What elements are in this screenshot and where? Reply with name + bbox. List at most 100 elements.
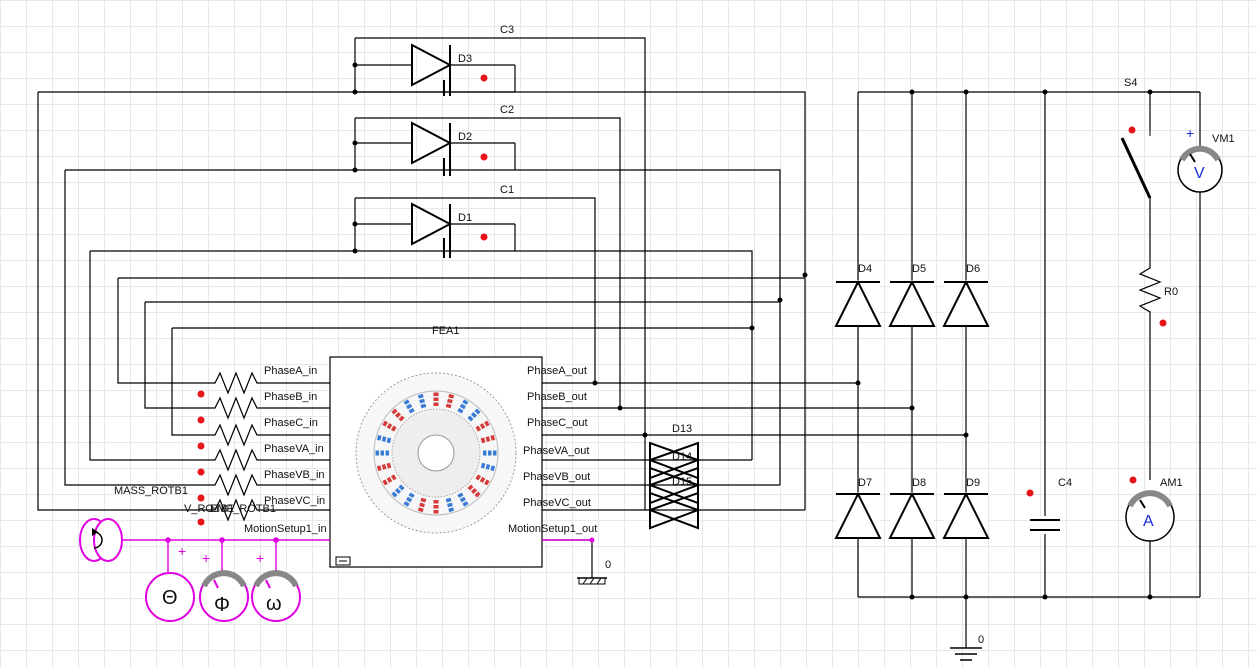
stator-slot bbox=[381, 436, 387, 442]
label-emf: EMF_ROTB1 bbox=[210, 503, 276, 515]
stator-slot bbox=[490, 465, 496, 472]
diode-d13-d15-group[interactable]: D13 D14 D15 bbox=[647, 423, 701, 530]
stator-slot bbox=[445, 403, 452, 409]
label-fea1: FEA1 bbox=[432, 325, 460, 337]
stator-slot bbox=[484, 479, 490, 486]
motor-cross-section bbox=[355, 372, 517, 534]
stator-slot bbox=[406, 403, 413, 410]
port-phaseva-out: PhaseVA_out bbox=[523, 445, 589, 457]
diode-d7[interactable]: D7 bbox=[834, 477, 882, 539]
stator-slot bbox=[479, 423, 486, 430]
diode-d2-symbol bbox=[411, 121, 453, 165]
label-d2: D2 bbox=[458, 131, 472, 143]
label-d5: D5 bbox=[912, 263, 926, 275]
stator-slot bbox=[420, 403, 427, 409]
stator-slot bbox=[403, 501, 410, 507]
label-d1: D1 bbox=[458, 212, 472, 224]
label-c4: C4 bbox=[1058, 477, 1072, 489]
stator-slot bbox=[394, 488, 401, 495]
label-d6: D6 bbox=[966, 263, 980, 275]
diode-d2-group[interactable]: C2 D2 bbox=[352, 104, 621, 410]
port-phaseb-in: PhaseB_in bbox=[264, 391, 317, 403]
plus-sign: + bbox=[1186, 125, 1194, 141]
port-motionsetup-out: MotionSetup1_out bbox=[508, 523, 597, 535]
stator-slot bbox=[398, 484, 405, 491]
diode-d1-group[interactable]: C1 D1 bbox=[352, 184, 596, 383]
theta-symbol: Θ bbox=[162, 587, 178, 609]
stator-slot bbox=[386, 462, 392, 469]
left-wiring bbox=[37, 91, 808, 511]
stator-slot bbox=[448, 393, 455, 399]
label-gnd2: 0 bbox=[978, 634, 984, 646]
stator-slot bbox=[459, 403, 466, 410]
voltmeter-vm1[interactable]: V + VM1 bbox=[1150, 91, 1235, 597]
port-phasea-out: PhaseA_out bbox=[527, 365, 587, 377]
stator-slot bbox=[475, 425, 481, 432]
diode-d5[interactable]: D5 bbox=[888, 263, 936, 327]
port-phaseb-out: PhaseB_out bbox=[527, 391, 587, 403]
stator-slot bbox=[474, 408, 481, 415]
stator-slot bbox=[474, 491, 481, 498]
diode-d8[interactable]: D8 bbox=[888, 477, 936, 539]
port-phasec-in: PhaseC_in bbox=[264, 417, 318, 429]
output-wiring: 0 bbox=[542, 278, 966, 585]
label-d3: D3 bbox=[458, 53, 472, 65]
stator-slot bbox=[485, 436, 491, 442]
port-phasea-in: PhaseA_in bbox=[264, 365, 317, 377]
stator-slot bbox=[471, 488, 478, 495]
diode-d3-symbol bbox=[411, 43, 453, 87]
switch-s4[interactable]: S4 bbox=[1120, 77, 1152, 262]
stator-slot bbox=[417, 393, 424, 399]
stator-slot bbox=[381, 464, 387, 470]
stator-slot bbox=[459, 496, 466, 503]
stator-slot bbox=[475, 474, 481, 481]
port-phasevc-out: PhaseVC_out bbox=[523, 497, 591, 509]
label-s4: S4 bbox=[1124, 77, 1137, 89]
port-phasevb-in: PhaseVB_in bbox=[264, 469, 325, 481]
port-phaseva-in: PhaseVA_in bbox=[264, 443, 324, 455]
stator-slot bbox=[462, 399, 469, 405]
label-c2: C2 bbox=[500, 104, 514, 116]
stator-slot bbox=[398, 415, 405, 422]
stator-slot bbox=[485, 464, 491, 470]
terminal-marker bbox=[480, 74, 488, 82]
stator-slot bbox=[408, 492, 415, 498]
stator-slot bbox=[480, 437, 486, 444]
plus-sign: + bbox=[202, 550, 210, 566]
stator-slot bbox=[386, 437, 392, 444]
label-d8: D8 bbox=[912, 477, 926, 489]
port-phasec-out: PhaseC_out bbox=[527, 417, 588, 429]
stator-slot bbox=[447, 398, 453, 404]
ground-bottom: 0 bbox=[950, 597, 984, 661]
label-gnd1: 0 bbox=[605, 559, 611, 571]
fea1-block[interactable]: FEA1 PhaseA_in PhaseB_in PhaseC_in Phase… bbox=[244, 325, 597, 568]
mechanical-section[interactable]: Θ Φ ω + + + MASS_ROTB1 V_ROTB1 EMF_ROTB1 bbox=[79, 485, 595, 622]
terminal-marker bbox=[480, 153, 488, 161]
label-mass: MASS_ROTB1 bbox=[114, 485, 188, 497]
label-d15: D15 bbox=[672, 476, 692, 488]
diode-d4[interactable]: D4 bbox=[834, 263, 882, 327]
stator-slot bbox=[467, 415, 474, 422]
stator-slot bbox=[376, 465, 382, 472]
stator-slot bbox=[420, 497, 427, 503]
voltmeter-symbol: V bbox=[1194, 165, 1205, 182]
ammeter-symbol: A bbox=[1143, 513, 1154, 530]
stator-slot bbox=[391, 425, 397, 432]
stator-slot bbox=[382, 479, 388, 486]
capacitor-c4[interactable]: C4 bbox=[1026, 477, 1073, 534]
stator-slot bbox=[479, 476, 486, 483]
stator-slot bbox=[471, 411, 478, 418]
label-d4: D4 bbox=[858, 263, 872, 275]
resistor-r0[interactable]: R0 bbox=[1138, 262, 1178, 480]
label-d14: D14 bbox=[672, 451, 692, 463]
stator-slot bbox=[406, 496, 413, 503]
phi-symbol: Φ bbox=[214, 594, 230, 616]
diode-d6[interactable]: D6 bbox=[942, 263, 990, 327]
port-motionsetup-in: MotionSetup1_in bbox=[244, 523, 327, 535]
stator-slot bbox=[386, 476, 393, 483]
ammeter-am1[interactable]: A AM1 bbox=[1125, 476, 1183, 598]
stator-slot bbox=[447, 502, 453, 508]
stator-slot bbox=[419, 502, 425, 508]
diode-d9[interactable]: D9 bbox=[942, 477, 990, 539]
